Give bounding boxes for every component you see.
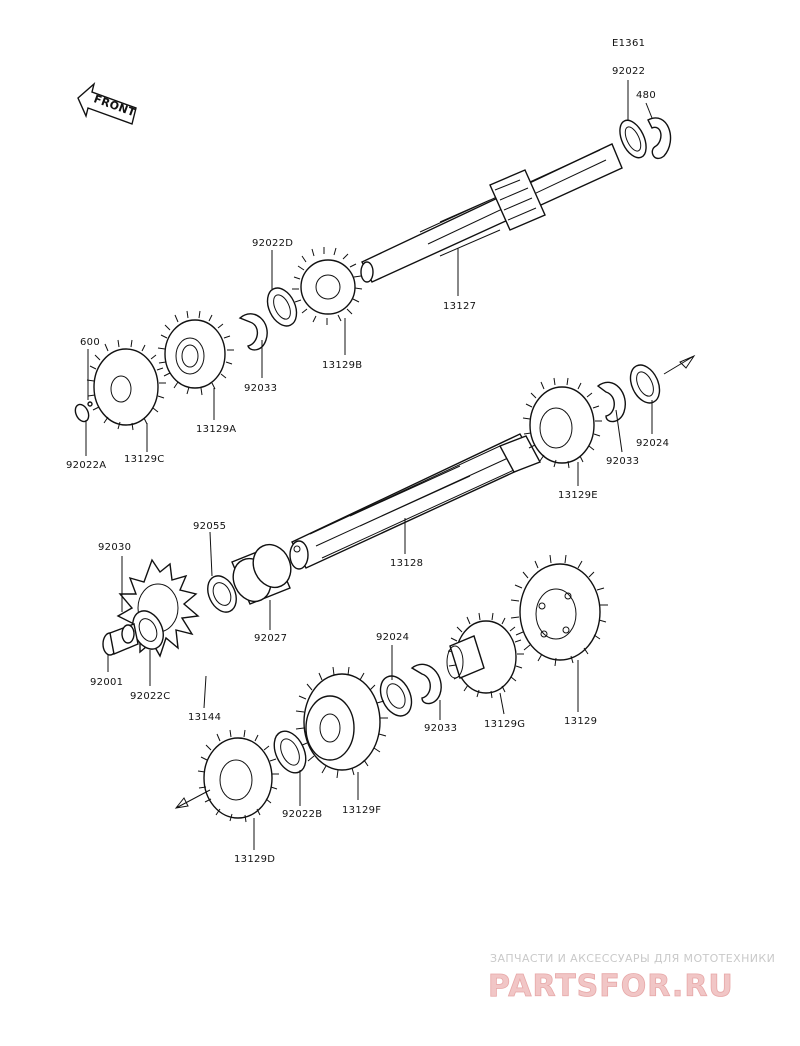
label-13129D: 13129D [234, 854, 275, 865]
label-92027: 92027 [254, 633, 287, 644]
label-92022C: 92022C [130, 691, 171, 702]
shaft-13127 [360, 143, 623, 283]
label-13129G: 13129G [484, 719, 525, 730]
circlip-480 [647, 117, 672, 160]
label-92033-mid: 92033 [606, 456, 639, 467]
label-92001: 92001 [90, 677, 123, 688]
label-13129E: 13129E [558, 490, 598, 501]
shaft-13128 [289, 433, 541, 570]
label-92022D: 92022D [252, 238, 293, 249]
label-92055: 92055 [193, 521, 226, 532]
axis-arrow-left [174, 789, 211, 809]
gear-13129F [295, 666, 388, 779]
bolt-92001 [102, 623, 139, 656]
label-13129A: 13129A [196, 424, 236, 435]
front-arrow: FRONT [77, 82, 138, 125]
circlip-92033-mid [596, 381, 626, 423]
label-600: 600 [80, 337, 100, 348]
washer-92022D [266, 287, 298, 327]
washer-92022-top [619, 119, 647, 159]
gear-13129 [510, 554, 608, 667]
label-92022: 92022 [612, 66, 645, 77]
gear-13129D [197, 729, 279, 823]
label-92024-low: 92024 [376, 632, 409, 643]
watermark-tagline: ЗАПЧАСТИ И АКСЕССУАРЫ ДЛЯ МОТОТЕХНИКИ [490, 952, 775, 965]
label-92022A: 92022A [66, 460, 106, 471]
washer-92024-mid [629, 364, 661, 404]
leader-lines [85, 80, 653, 850]
washer-92022B [273, 730, 307, 774]
gear-13129B [292, 247, 363, 325]
gear-13129A [157, 310, 234, 396]
collar-92027 [231, 543, 292, 605]
label-92030: 92030 [98, 542, 131, 553]
washer-92055 [207, 575, 237, 613]
label-13129B: 13129B [322, 360, 362, 371]
label-13129: 13129 [564, 716, 597, 727]
label-92022B: 92022B [282, 809, 322, 820]
circlip-92033-top [238, 313, 268, 351]
gear-13129C [86, 339, 166, 431]
axis-arrow-right [663, 354, 696, 375]
diagram-code: E1361 [612, 38, 645, 49]
ball-600 [87, 401, 93, 407]
watermark-logo: PARTSFOR.RU [488, 969, 734, 1004]
label-13129C: 13129C [124, 454, 165, 465]
label-13144: 13144 [188, 712, 221, 723]
label-92033-low: 92033 [424, 723, 457, 734]
circlip-92033-low [410, 663, 442, 705]
gear-13129E [522, 377, 602, 469]
label-13129F: 13129F [342, 805, 381, 816]
label-13127: 13127 [443, 301, 476, 312]
label-92033-top: 92033 [244, 383, 277, 394]
gear-13129G [446, 612, 524, 699]
washer-92024-low [379, 675, 413, 717]
label-480: 480 [636, 90, 656, 101]
label-13128: 13128 [390, 558, 423, 569]
label-92024-mid: 92024 [636, 438, 669, 449]
